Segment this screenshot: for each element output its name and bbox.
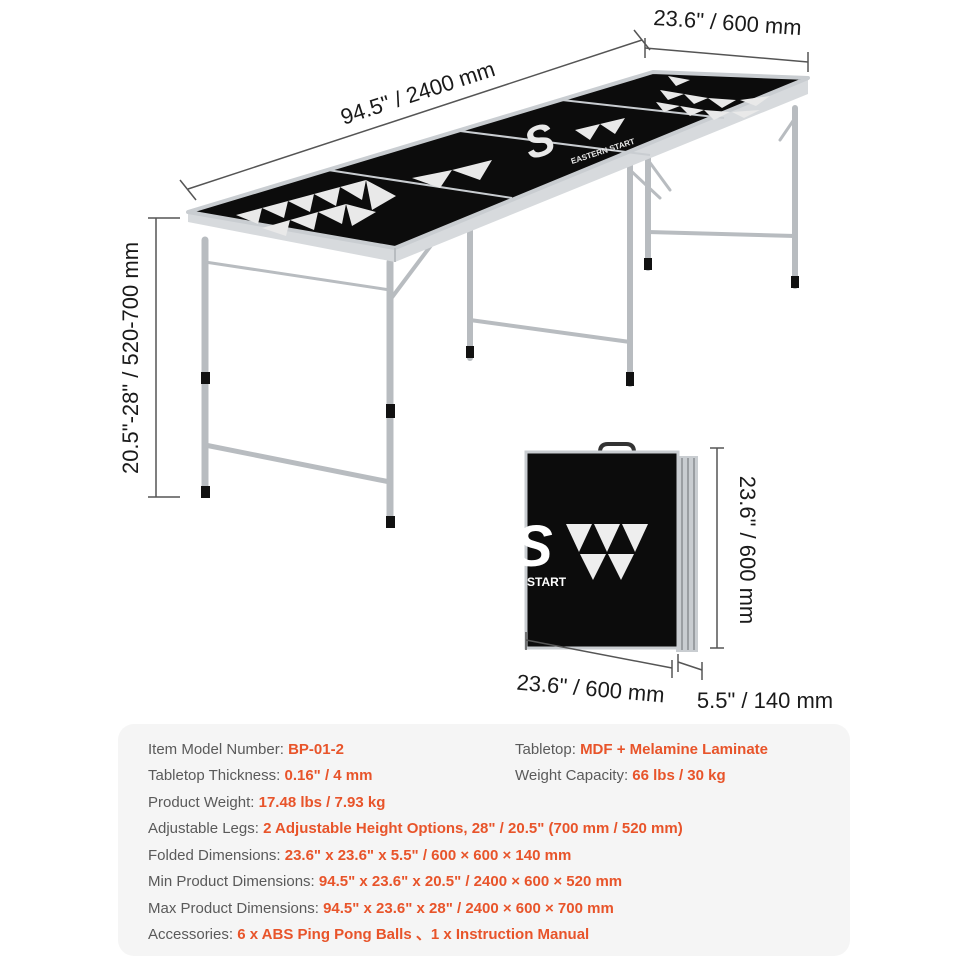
folded-case: S START [514,442,698,652]
spec-adjustable-legs: Adjustable Legs: 2 Adjustable Height Opt… [148,820,683,837]
spec-max-dimensions: Max Product Dimensions: 94.5" x 23.6" x … [148,900,614,917]
height-label: 20.5"-28" / 520-700 mm [118,242,143,474]
leg-feet [201,258,799,528]
case-triangles [566,524,648,580]
spec-model-number: Item Model Number: BP-01-2 [148,741,344,758]
triangle-rack-far [656,76,770,120]
folded-depth-label: 5.5" / 140 mm [697,688,833,713]
spec-accessories: Accessories: 6 x ABS Ping Pong Balls 、1 … [148,926,590,943]
height-dimension: 20.5"-28" / 520-700 mm [118,217,180,498]
triangle-rack-middle [412,118,625,188]
folded-height-dimension: 23.6" / 600 mm [710,447,760,649]
product-illustration: 94.5" / 2400 mm 23.6" / 600 mm 20.5"-28"… [118,5,833,713]
length-label: 94.5" / 2400 mm [337,56,498,129]
spec-folded-dimensions: Folded Dimensions: 23.6" x 23.6" x 5.5" … [148,847,572,864]
folded-depth-dimension: 5.5" / 140 mm [677,654,833,713]
spec-min-dimensions: Min Product Dimensions: 94.5" x 23.6" x … [148,873,623,890]
width-label: 23.6" / 600 mm [653,5,803,40]
case-logo-text: START [527,575,567,589]
spec-tabletop-thickness: Tabletop Thickness: 0.16" / 4 mm [148,767,373,784]
table-legs [201,105,798,524]
spec-product-weight: Product Weight: 17.48 lbs / 7.93 kg [148,794,386,811]
specifications-card: Item Model Number: BP-01-2 Tabletop: MDF… [118,724,850,956]
case-logo-mark: S [514,514,553,579]
tabletop: S EASTERN START [186,70,810,262]
spec-weight-capacity: Weight Capacity: 66 lbs / 30 kg [515,767,726,784]
triangle-rack-near [236,180,396,236]
folded-height-label: 23.6" / 600 mm [735,476,760,624]
spec-tabletop: Tabletop: MDF + Melamine Laminate [515,741,769,758]
width-dimension: 23.6" / 600 mm [644,5,809,72]
folded-width-label: 23.6" / 600 mm [516,670,666,708]
